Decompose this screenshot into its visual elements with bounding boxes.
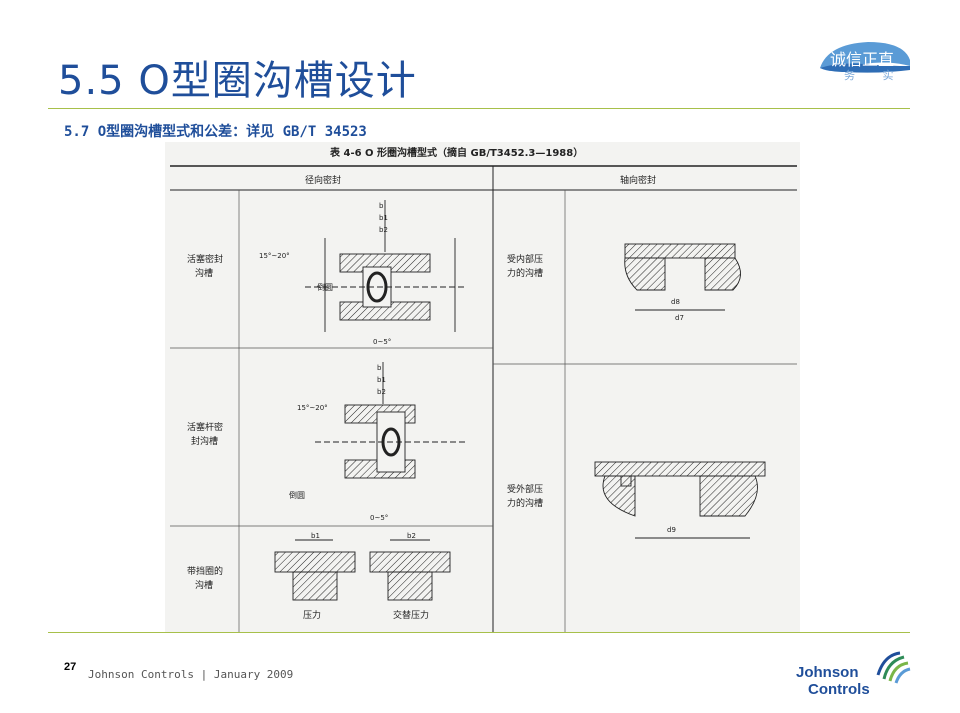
header-radial-seal: 径向密封 <box>305 174 341 186</box>
rod-taper-label: 0~5° <box>370 514 388 522</box>
svg-text:b: b <box>379 202 384 210</box>
svg-text:b1: b1 <box>379 214 388 222</box>
axial-internal-drawing: d8 d7 <box>624 243 741 322</box>
svg-text:b1: b1 <box>311 532 320 540</box>
svg-text:b2: b2 <box>377 388 386 396</box>
pressure-label: 压力 <box>303 609 321 621</box>
row-label-rod-1: 活塞杆密 <box>187 421 223 433</box>
backup-ring-drawing: b1 b2 压力 交替压力 <box>274 532 451 621</box>
rod-chamfer-label: 倒圆 <box>289 490 305 500</box>
row-label-backup-2: 沟槽 <box>195 579 213 591</box>
slide-subtitle: 5.7 O型圈沟槽型式和公差：详见 GB/T 34523 <box>64 124 367 140</box>
row-label-external-2: 力的沟槽 <box>507 497 543 509</box>
svg-text:b1: b1 <box>377 376 386 384</box>
logo-johnson-text: Johnson <box>796 664 859 681</box>
rod-groove-drawing: b b1 b2 15°~20° 倒圆 0~5° <box>289 362 465 522</box>
svg-text:b2: b2 <box>379 226 388 234</box>
alt-pressure-label: 交替压力 <box>393 609 429 621</box>
slide-title: 5.5 O型圈沟槽设计 <box>58 58 417 104</box>
axial-external-drawing: d9 <box>594 461 766 539</box>
svg-text:d8: d8 <box>671 298 680 306</box>
footer-text: Johnson Controls | January 2009 <box>88 668 294 681</box>
taper-label: 0~5° <box>373 338 391 346</box>
rod-angle-label: 15°~20° <box>297 404 328 412</box>
row-label-external-1: 受外部压 <box>507 483 543 495</box>
row-label-piston-2: 沟槽 <box>195 267 213 279</box>
badge-line1: 诚信正直 <box>830 50 895 69</box>
logo-controls-text: Controls <box>808 681 870 698</box>
header-axial-seal: 轴向密封 <box>620 174 656 186</box>
svg-text:d7: d7 <box>675 314 684 322</box>
row-label-rod-2: 封沟槽 <box>191 435 218 447</box>
chamfer-label: 倒圆 <box>317 282 333 292</box>
row-label-internal-2: 力的沟槽 <box>507 267 543 279</box>
angle-label: 15°~20° <box>259 252 290 260</box>
svg-text:b: b <box>377 364 382 372</box>
svg-text:b2: b2 <box>407 532 416 540</box>
logo-swirl-icon <box>876 651 911 684</box>
page-number: 27 <box>64 661 77 673</box>
bottom-divider <box>48 632 910 633</box>
badge-line2: 务 实 <box>844 69 906 82</box>
row-label-piston-1: 活塞密封 <box>187 253 223 265</box>
figure-caption: 表 4-6 O 形圈沟槽型式（摘自 GB/T3452.3—1988） <box>329 146 583 159</box>
groove-design-figure: 表 4-6 O 形圈沟槽型式（摘自 GB/T3452.3—1988） 径向密封 … <box>165 142 800 632</box>
integrity-badge-logo: 诚信正直 务 实 <box>818 40 912 82</box>
piston-groove-drawing: b b1 b2 倒圆 15°~20° 0~5° <box>259 200 465 346</box>
row-label-internal-1: 受内部压 <box>507 253 543 265</box>
top-divider <box>48 108 910 109</box>
row-label-backup-1: 带挡圈的 <box>187 565 223 577</box>
svg-text:d9: d9 <box>667 526 676 534</box>
johnson-controls-logo: Johnson Controls <box>796 649 916 703</box>
